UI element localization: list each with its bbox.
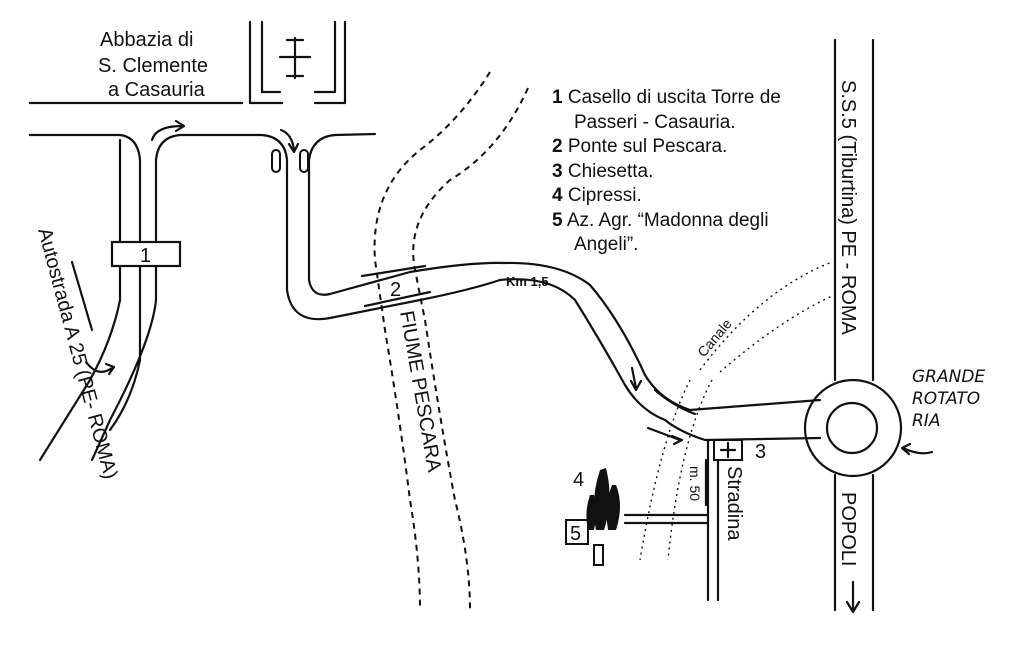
legend-number: 5 bbox=[552, 209, 563, 231]
roundabout bbox=[803, 378, 903, 478]
abbey-label-line2: S. Clemente bbox=[98, 55, 208, 77]
traffic-island bbox=[271, 149, 281, 173]
arrow-icon bbox=[279, 128, 300, 154]
cypress-icon bbox=[586, 468, 620, 530]
marker-1: 1 bbox=[140, 245, 151, 267]
arrow-icon bbox=[900, 442, 934, 456]
legend-number: 3 bbox=[552, 160, 563, 182]
canal bbox=[639, 261, 833, 561]
stradina bbox=[623, 438, 720, 602]
river-bank bbox=[373, 71, 491, 611]
legend-text: Az. Agr. “Madonna degli Angeli”. bbox=[566, 209, 769, 256]
canale-label: Canale bbox=[694, 315, 735, 359]
roundabout-island bbox=[825, 401, 879, 455]
legend-item: 5 Az. Agr. “Madonna degli Angeli”. bbox=[552, 209, 812, 258]
marker-2: 2 bbox=[390, 279, 401, 301]
roundabout-label-line1: GRANDE bbox=[912, 367, 985, 387]
legend-text: Chiesetta. bbox=[567, 160, 654, 182]
ss5-label: S.S.5 (Tiburtina) PE - ROMA bbox=[837, 80, 859, 336]
legend-item: 2 Ponte sul Pescara. bbox=[552, 135, 812, 160]
river-bank bbox=[412, 87, 529, 611]
motorway bbox=[38, 138, 158, 462]
toll-booth bbox=[110, 240, 182, 268]
farm-building bbox=[593, 544, 604, 566]
main-road bbox=[663, 418, 822, 442]
abbey-label-line3: a Casauria bbox=[108, 79, 206, 101]
arrow-icon bbox=[629, 366, 643, 392]
traffic-island bbox=[299, 149, 309, 173]
arrow-icon bbox=[646, 426, 684, 446]
abbey-road bbox=[28, 101, 377, 162]
popoli-label: POPOLI bbox=[837, 492, 859, 566]
cross-icon bbox=[278, 36, 312, 80]
km-label: Km 1,5 bbox=[506, 274, 549, 289]
ss5-road bbox=[833, 38, 875, 612]
roundabout-label-line2: ROTATO bbox=[912, 389, 980, 409]
legend-item: 1 Casello di uscita Torre de Passeri - C… bbox=[552, 86, 812, 135]
map-legend: 1 Casello di uscita Torre de Passeri - C… bbox=[552, 86, 812, 258]
abbey-label-line1: Abbazia di bbox=[100, 29, 193, 51]
marker-5: 5 bbox=[570, 523, 581, 545]
arrow-icon bbox=[845, 580, 861, 614]
legend-number: 2 bbox=[552, 136, 563, 157]
abbey-enclosure bbox=[248, 20, 347, 105]
legend-item: 4 Cipressi. bbox=[552, 184, 812, 209]
arrow-icon bbox=[84, 360, 116, 376]
main-road bbox=[285, 158, 667, 422]
marker-3: 3 bbox=[755, 441, 766, 463]
legend-item: 3 Chiesetta. bbox=[552, 160, 812, 185]
distance-label: m. 50 bbox=[687, 466, 703, 501]
roundabout-label-line3: RIA bbox=[912, 411, 940, 431]
stradina-label: Stradina bbox=[723, 466, 745, 541]
legend-text: Casello di uscita Torre de Passeri - Cas… bbox=[567, 87, 781, 133]
junction-island bbox=[653, 388, 697, 416]
arrow-icon bbox=[150, 119, 186, 142]
marker-4: 4 bbox=[573, 469, 584, 491]
legend-text: Cipressi. bbox=[567, 185, 642, 206]
farm-marker-box bbox=[565, 519, 589, 545]
legend-number: 4 bbox=[552, 185, 563, 206]
legend-number: 1 bbox=[552, 87, 563, 108]
main-road bbox=[307, 158, 822, 412]
cross-icon bbox=[719, 441, 737, 459]
legend-text: Ponte sul Pescara. bbox=[567, 136, 728, 157]
motorway-label: Autostrada A 25 (PE- ROMA) bbox=[33, 226, 121, 482]
